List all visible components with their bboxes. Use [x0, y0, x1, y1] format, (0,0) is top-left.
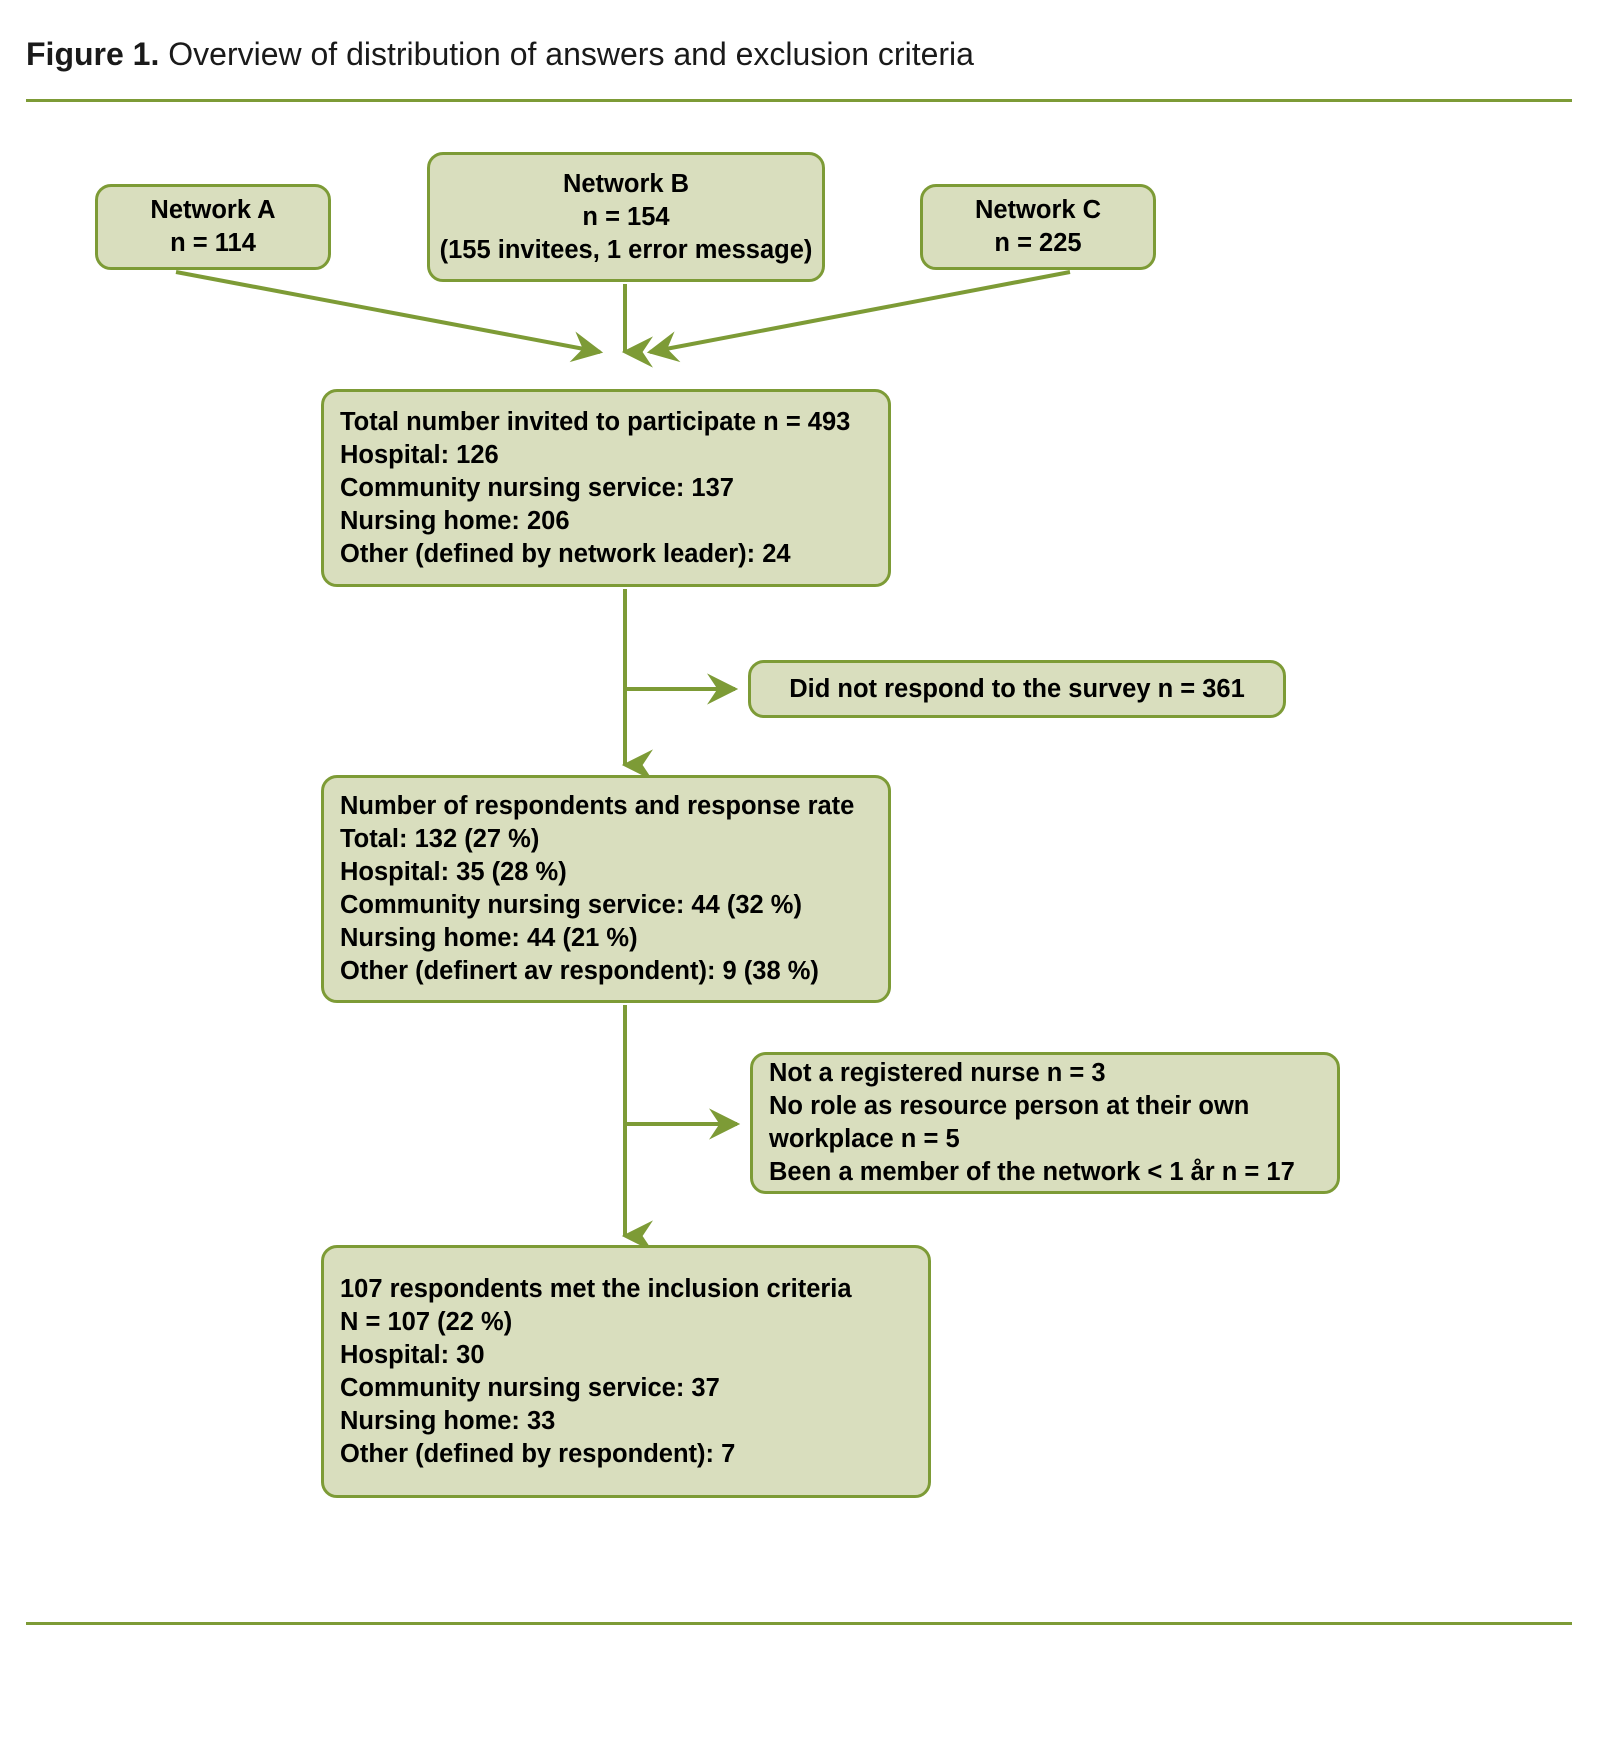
divider-top [26, 99, 1572, 102]
figure-caption-text: Overview of distribution of answers and … [168, 36, 974, 72]
figure-label: Figure 1. [26, 36, 160, 72]
network-c-line-2: n = 225 [994, 229, 1082, 257]
node-respondents: Number of respondents and response rate … [321, 775, 891, 1003]
connector-network-c [646, 270, 1071, 363]
included-line-6: Other (defined by respondent): 7 [340, 1439, 736, 1468]
excluded-line-1: Not a registered nurse n = 3 [769, 1059, 1106, 1087]
included-line-1: 107 respondents met the inclusion criter… [340, 1274, 852, 1303]
network-b-line-3: (155 invitees, 1 error message) [439, 235, 813, 264]
included-line-4: Community nursing service: 37 [340, 1373, 720, 1402]
excluded-line-2: No role as resource person at their own [769, 1092, 1250, 1120]
network-a-line-1: Network A [150, 196, 276, 224]
network-c-line-1: Network C [974, 196, 1102, 224]
included-line-5: Nursing home: 33 [340, 1406, 556, 1435]
respondents-line-6: Other (definert av respondent): 9 (38 %) [340, 957, 819, 985]
respondents-line-5: Nursing home: 44 (21 %) [340, 924, 638, 952]
node-network-b: Network B n = 154 (155 invitees, 1 error… [427, 152, 825, 282]
node-included: 107 respondents met the inclusion criter… [321, 1245, 931, 1498]
network-a-line-2: n = 114 [170, 229, 256, 257]
total-invited-line-1: Total number invited to participate n = … [340, 407, 851, 436]
node-excluded: Not a registered nurse n = 3 No role as … [750, 1052, 1340, 1194]
excluded-line-4: Been a member of the network < 1 år n = … [769, 1158, 1295, 1186]
did-not-respond-line-1: Did not respond to the survey n = 361 [789, 674, 1245, 703]
node-network-a: Network A n = 114 [95, 184, 331, 270]
node-did-not-respond: Did not respond to the survey n = 361 [748, 660, 1286, 718]
node-network-c: Network C n = 225 [920, 184, 1156, 270]
included-line-3: Hospital: 30 [340, 1340, 485, 1369]
network-b-line-2: n = 154 [582, 202, 670, 231]
respondents-line-4: Community nursing service: 44 (32 %) [340, 891, 802, 919]
node-total-invited: Total number invited to participate n = … [321, 389, 891, 587]
total-invited-line-5: Other (defined by network leader): 24 [340, 539, 791, 568]
respondents-line-1: Number of respondents and response rate [340, 792, 855, 820]
figure-caption: Figure 1. Overview of distribution of an… [26, 32, 974, 76]
excluded-line-3: workplace n = 5 [769, 1125, 960, 1153]
divider-bottom [26, 1622, 1572, 1625]
respondents-line-2: Total: 132 (27 %) [340, 825, 540, 853]
network-b-line-1: Network B [562, 169, 690, 198]
included-line-2: N = 107 (22 %) [340, 1307, 513, 1336]
total-invited-line-3: Community nursing service: 137 [340, 473, 734, 502]
respondents-line-3: Hospital: 35 (28 %) [340, 858, 567, 886]
connector-network-a [175, 270, 604, 363]
total-invited-line-2: Hospital: 126 [340, 440, 499, 469]
total-invited-line-4: Nursing home: 206 [340, 506, 570, 535]
